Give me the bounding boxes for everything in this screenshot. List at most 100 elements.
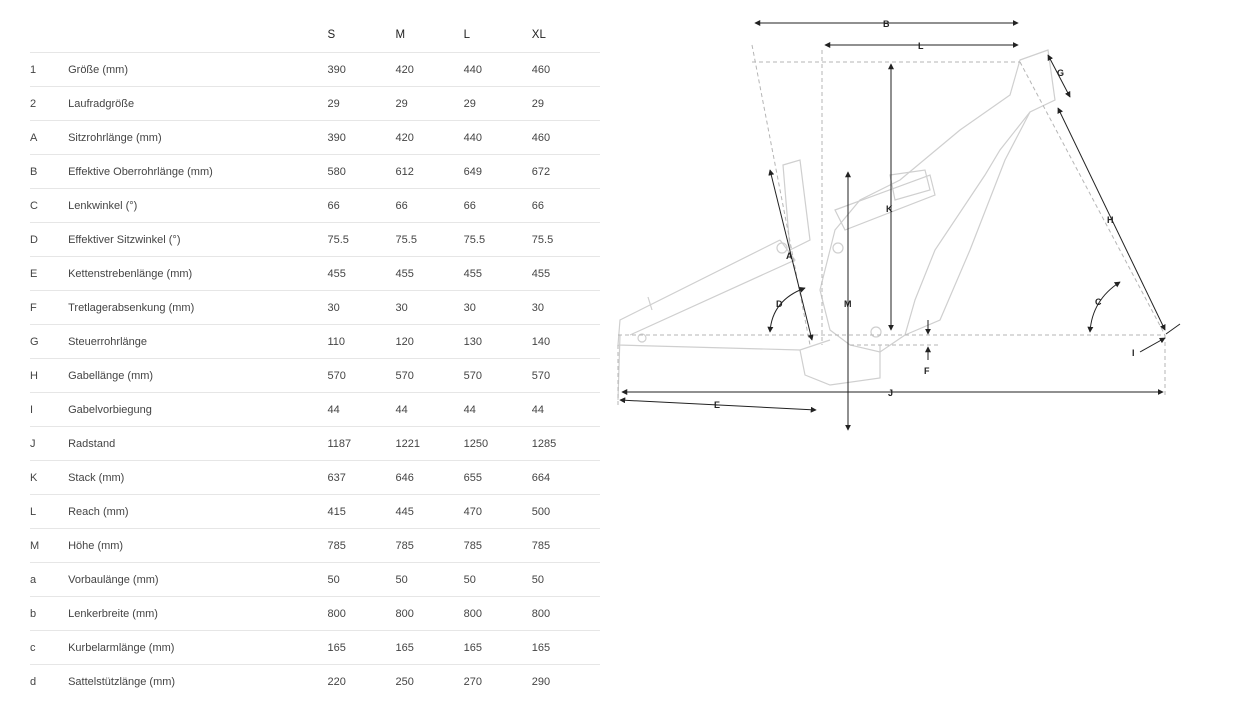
row-value: 75.5 xyxy=(463,222,532,257)
row-value: 30 xyxy=(327,290,396,325)
label-e: E xyxy=(714,400,720,410)
row-value: 785 xyxy=(395,528,464,563)
row-value: 420 xyxy=(395,120,464,155)
row-value: 445 xyxy=(395,494,464,529)
geometry-diagram: B L G K H A C D M I F J E xyxy=(617,19,1181,431)
row-value: 580 xyxy=(327,154,396,189)
label-i: I xyxy=(1132,348,1135,358)
row-key: a xyxy=(30,562,69,597)
row-value: 1285 xyxy=(531,426,600,461)
row-value: 29 xyxy=(327,86,396,121)
row-value: 785 xyxy=(327,528,396,563)
row-key: L xyxy=(30,494,69,529)
row-value: 50 xyxy=(395,562,464,597)
dimension-lines xyxy=(619,20,1181,431)
row-value: 29 xyxy=(463,86,532,121)
row-value: 140 xyxy=(531,324,600,359)
row-value: 66 xyxy=(327,188,396,223)
row-name: Stack (mm) xyxy=(68,460,328,495)
row-key: K xyxy=(30,460,69,495)
row-name: Größe (mm) xyxy=(68,52,328,87)
label-m: M xyxy=(844,299,852,309)
label-j: J xyxy=(888,388,893,398)
row-value: 120 xyxy=(395,324,464,359)
row-value: 44 xyxy=(463,392,532,427)
header-key xyxy=(30,18,68,53)
row-value: 30 xyxy=(531,290,600,325)
row-value: 415 xyxy=(327,494,396,529)
row-key: H xyxy=(30,358,69,393)
header-name xyxy=(68,18,327,53)
table-header-row: S M L XL xyxy=(30,18,600,53)
row-name: Sattelstützlänge (mm) xyxy=(68,664,328,698)
row-value: 460 xyxy=(531,52,600,87)
label-k: K xyxy=(886,204,893,214)
row-value: 637 xyxy=(327,460,396,495)
row-name: Laufradgröße xyxy=(68,86,328,121)
row-value: 649 xyxy=(463,154,532,189)
row-value: 570 xyxy=(395,358,464,393)
row-name: Reach (mm) xyxy=(68,494,328,529)
row-name: Gabelvorbiegung xyxy=(68,392,328,427)
frame-outline xyxy=(617,49,1056,401)
row-name: Effektive Oberrohrlänge (mm) xyxy=(68,154,328,189)
row-value: 655 xyxy=(463,460,532,495)
row-value: 800 xyxy=(531,596,600,631)
row-value: 785 xyxy=(463,528,532,563)
row-name: Kurbelarmlänge (mm) xyxy=(68,630,328,665)
row-value: 110 xyxy=(327,324,396,359)
row-key: A xyxy=(30,120,69,155)
row-value: 500 xyxy=(531,494,600,529)
row-value: 220 xyxy=(327,664,396,698)
row-value: 612 xyxy=(395,154,464,189)
row-key: b xyxy=(30,596,69,631)
row-name: Radstand xyxy=(68,426,328,461)
row-value: 800 xyxy=(463,596,532,631)
row-key: d xyxy=(30,664,69,698)
row-name: Lenkwinkel (°) xyxy=(68,188,328,223)
row-value: 440 xyxy=(463,52,532,87)
row-value: 1250 xyxy=(463,426,532,461)
row-name: Steuerrohrlänge xyxy=(68,324,328,359)
row-value: 646 xyxy=(395,460,464,495)
row-value: 165 xyxy=(327,630,396,665)
header-size-xl: XL xyxy=(531,29,546,41)
row-value: 75.5 xyxy=(531,222,600,257)
header-size-m: M xyxy=(395,29,406,41)
row-value: 455 xyxy=(463,256,532,291)
row-value: 66 xyxy=(395,188,464,223)
row-key: J xyxy=(30,426,69,461)
row-name: Lenkerbreite (mm) xyxy=(68,596,328,631)
header-size-s: S xyxy=(327,29,336,41)
row-key: B xyxy=(30,154,69,189)
row-value: 290 xyxy=(531,664,600,698)
row-key: C xyxy=(30,188,69,223)
row-name: Kettenstrebenlänge (mm) xyxy=(68,256,328,291)
label-g: G xyxy=(1057,68,1064,78)
row-value: 440 xyxy=(463,120,532,155)
row-value: 1221 xyxy=(395,426,464,461)
row-value: 270 xyxy=(463,664,532,698)
row-value: 664 xyxy=(531,460,600,495)
row-value: 165 xyxy=(531,630,600,665)
row-value: 44 xyxy=(531,392,600,427)
row-value: 29 xyxy=(395,86,464,121)
row-value: 66 xyxy=(531,188,600,223)
row-value: 390 xyxy=(327,52,396,87)
row-name: Tretlagerabsenkung (mm) xyxy=(68,290,328,325)
